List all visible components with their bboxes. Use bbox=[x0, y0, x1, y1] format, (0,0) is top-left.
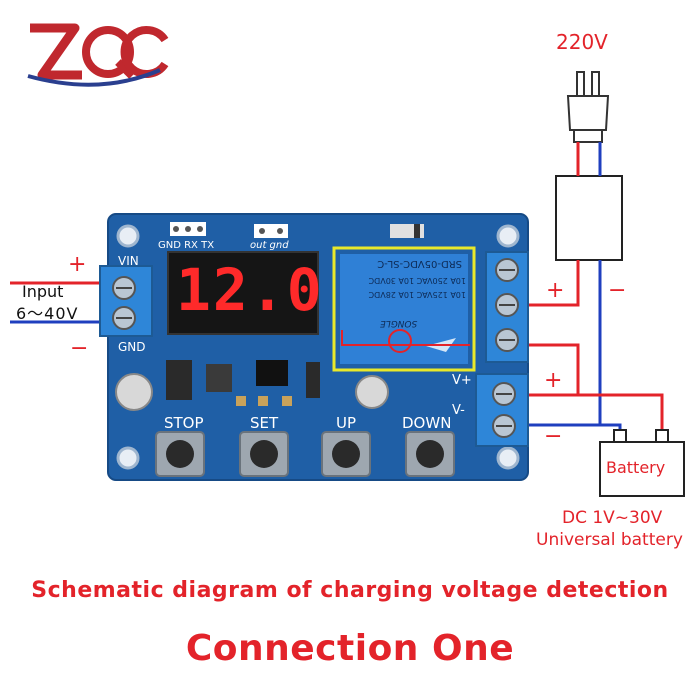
button-set-label: SET bbox=[250, 414, 279, 432]
input-label: Input bbox=[22, 282, 64, 301]
caption-schematic: Schematic diagram of charging voltage de… bbox=[31, 578, 669, 603]
button-down-label: DOWN bbox=[402, 414, 452, 432]
battery-label: Battery bbox=[606, 458, 666, 477]
relay-model: SRD-05VDC-SL-C bbox=[377, 258, 462, 269]
relay-plus-sign: + bbox=[546, 278, 565, 303]
button-set bbox=[239, 431, 289, 477]
battery-symbol bbox=[599, 429, 685, 497]
relay-rating-2: 10A 125VAC 10A 28VDC bbox=[368, 290, 466, 299]
wire-relay-to-battery bbox=[520, 343, 664, 432]
terminal-vin-label: VIN bbox=[118, 254, 139, 268]
wire-adapter-negative bbox=[598, 260, 622, 432]
input-plus-sign: + bbox=[68, 252, 87, 277]
input-minus-sign: − bbox=[70, 336, 89, 361]
header-pin-labels: GND RX TX bbox=[158, 240, 215, 251]
terminal-vminus-label: V- bbox=[452, 403, 465, 418]
header-out-gnd-labels: out gnd bbox=[250, 240, 289, 251]
relay-minus-sign: − bbox=[608, 278, 627, 303]
relay-rating-1: 10A 250VAC 10A 30VDC bbox=[368, 276, 466, 285]
seven-segment-display: 12.0 bbox=[176, 256, 324, 324]
button-stop-label: STOP bbox=[164, 414, 204, 432]
pcb-board bbox=[99, 213, 529, 481]
button-down bbox=[405, 431, 455, 477]
battery-desc-line2: Universal battery bbox=[536, 530, 683, 550]
wire-adapter-positive bbox=[520, 260, 580, 307]
relay-brand: SONGLE bbox=[380, 318, 418, 328]
button-up-label: UP bbox=[336, 414, 357, 432]
battery-plus-sign: + bbox=[544, 368, 563, 393]
mains-plug bbox=[566, 71, 610, 143]
input-voltage-range: 6～40V bbox=[16, 304, 79, 323]
button-up bbox=[321, 431, 371, 477]
terminal-gnd-label: GND bbox=[118, 340, 146, 354]
battery-minus-sign: − bbox=[544, 424, 563, 449]
battery-desc-line1: DC 1V~30V bbox=[562, 508, 663, 528]
terminal-vplus-label: V+ bbox=[452, 373, 472, 388]
mains-voltage-label: 220V bbox=[556, 30, 608, 54]
power-adapter bbox=[555, 175, 623, 261]
button-stop bbox=[155, 431, 205, 477]
caption-connection: Connection One bbox=[185, 628, 515, 669]
brand-logo bbox=[27, 23, 169, 87]
